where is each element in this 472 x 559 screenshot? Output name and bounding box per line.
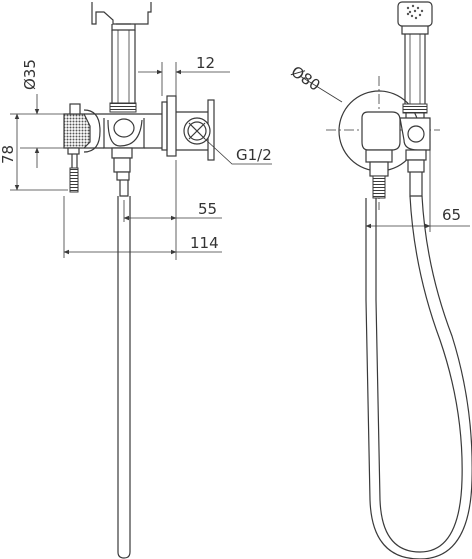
dim-w65: 65: [365, 150, 470, 232]
dim-w114: 114: [63, 196, 222, 258]
dim-d35: Ø35: [20, 59, 64, 168]
side-wall-connection: [176, 99, 215, 161]
dim-w55: 55: [123, 160, 222, 260]
side-view: Ø35 78 12 G1/2 55: [0, 2, 272, 559]
dim-h78-label: 78: [0, 145, 17, 164]
side-holder: [103, 118, 145, 197]
dim-thread-label: G1/2: [236, 146, 272, 164]
dim-w114-label: 114: [190, 234, 219, 252]
side-lever-handle: [63, 103, 91, 193]
dim-w65-label: 65: [442, 206, 461, 224]
side-hand-shower: [91, 2, 152, 113]
dim-h78: 78: [0, 113, 68, 191]
dim-d80-label: Ø80: [288, 62, 324, 94]
dim-thread: G1/2: [204, 138, 272, 165]
dim-w12-label: 12: [196, 54, 215, 72]
side-valve-body: [83, 109, 162, 153]
dim-w55-label: 55: [198, 200, 217, 218]
front-holder: [399, 117, 431, 151]
dim-w12: 12: [138, 54, 230, 96]
front-hand-shower: [397, 1, 433, 197]
front-hose: [365, 195, 472, 559]
front-spray-nozzles: [406, 4, 424, 20]
side-wall-plate: [161, 95, 177, 157]
dim-d80: Ø80: [288, 62, 343, 103]
side-hose: [117, 196, 131, 559]
dim-d35-label: Ø35: [21, 59, 39, 90]
front-lever: [361, 111, 401, 199]
front-view: Ø80 65: [288, 1, 472, 559]
